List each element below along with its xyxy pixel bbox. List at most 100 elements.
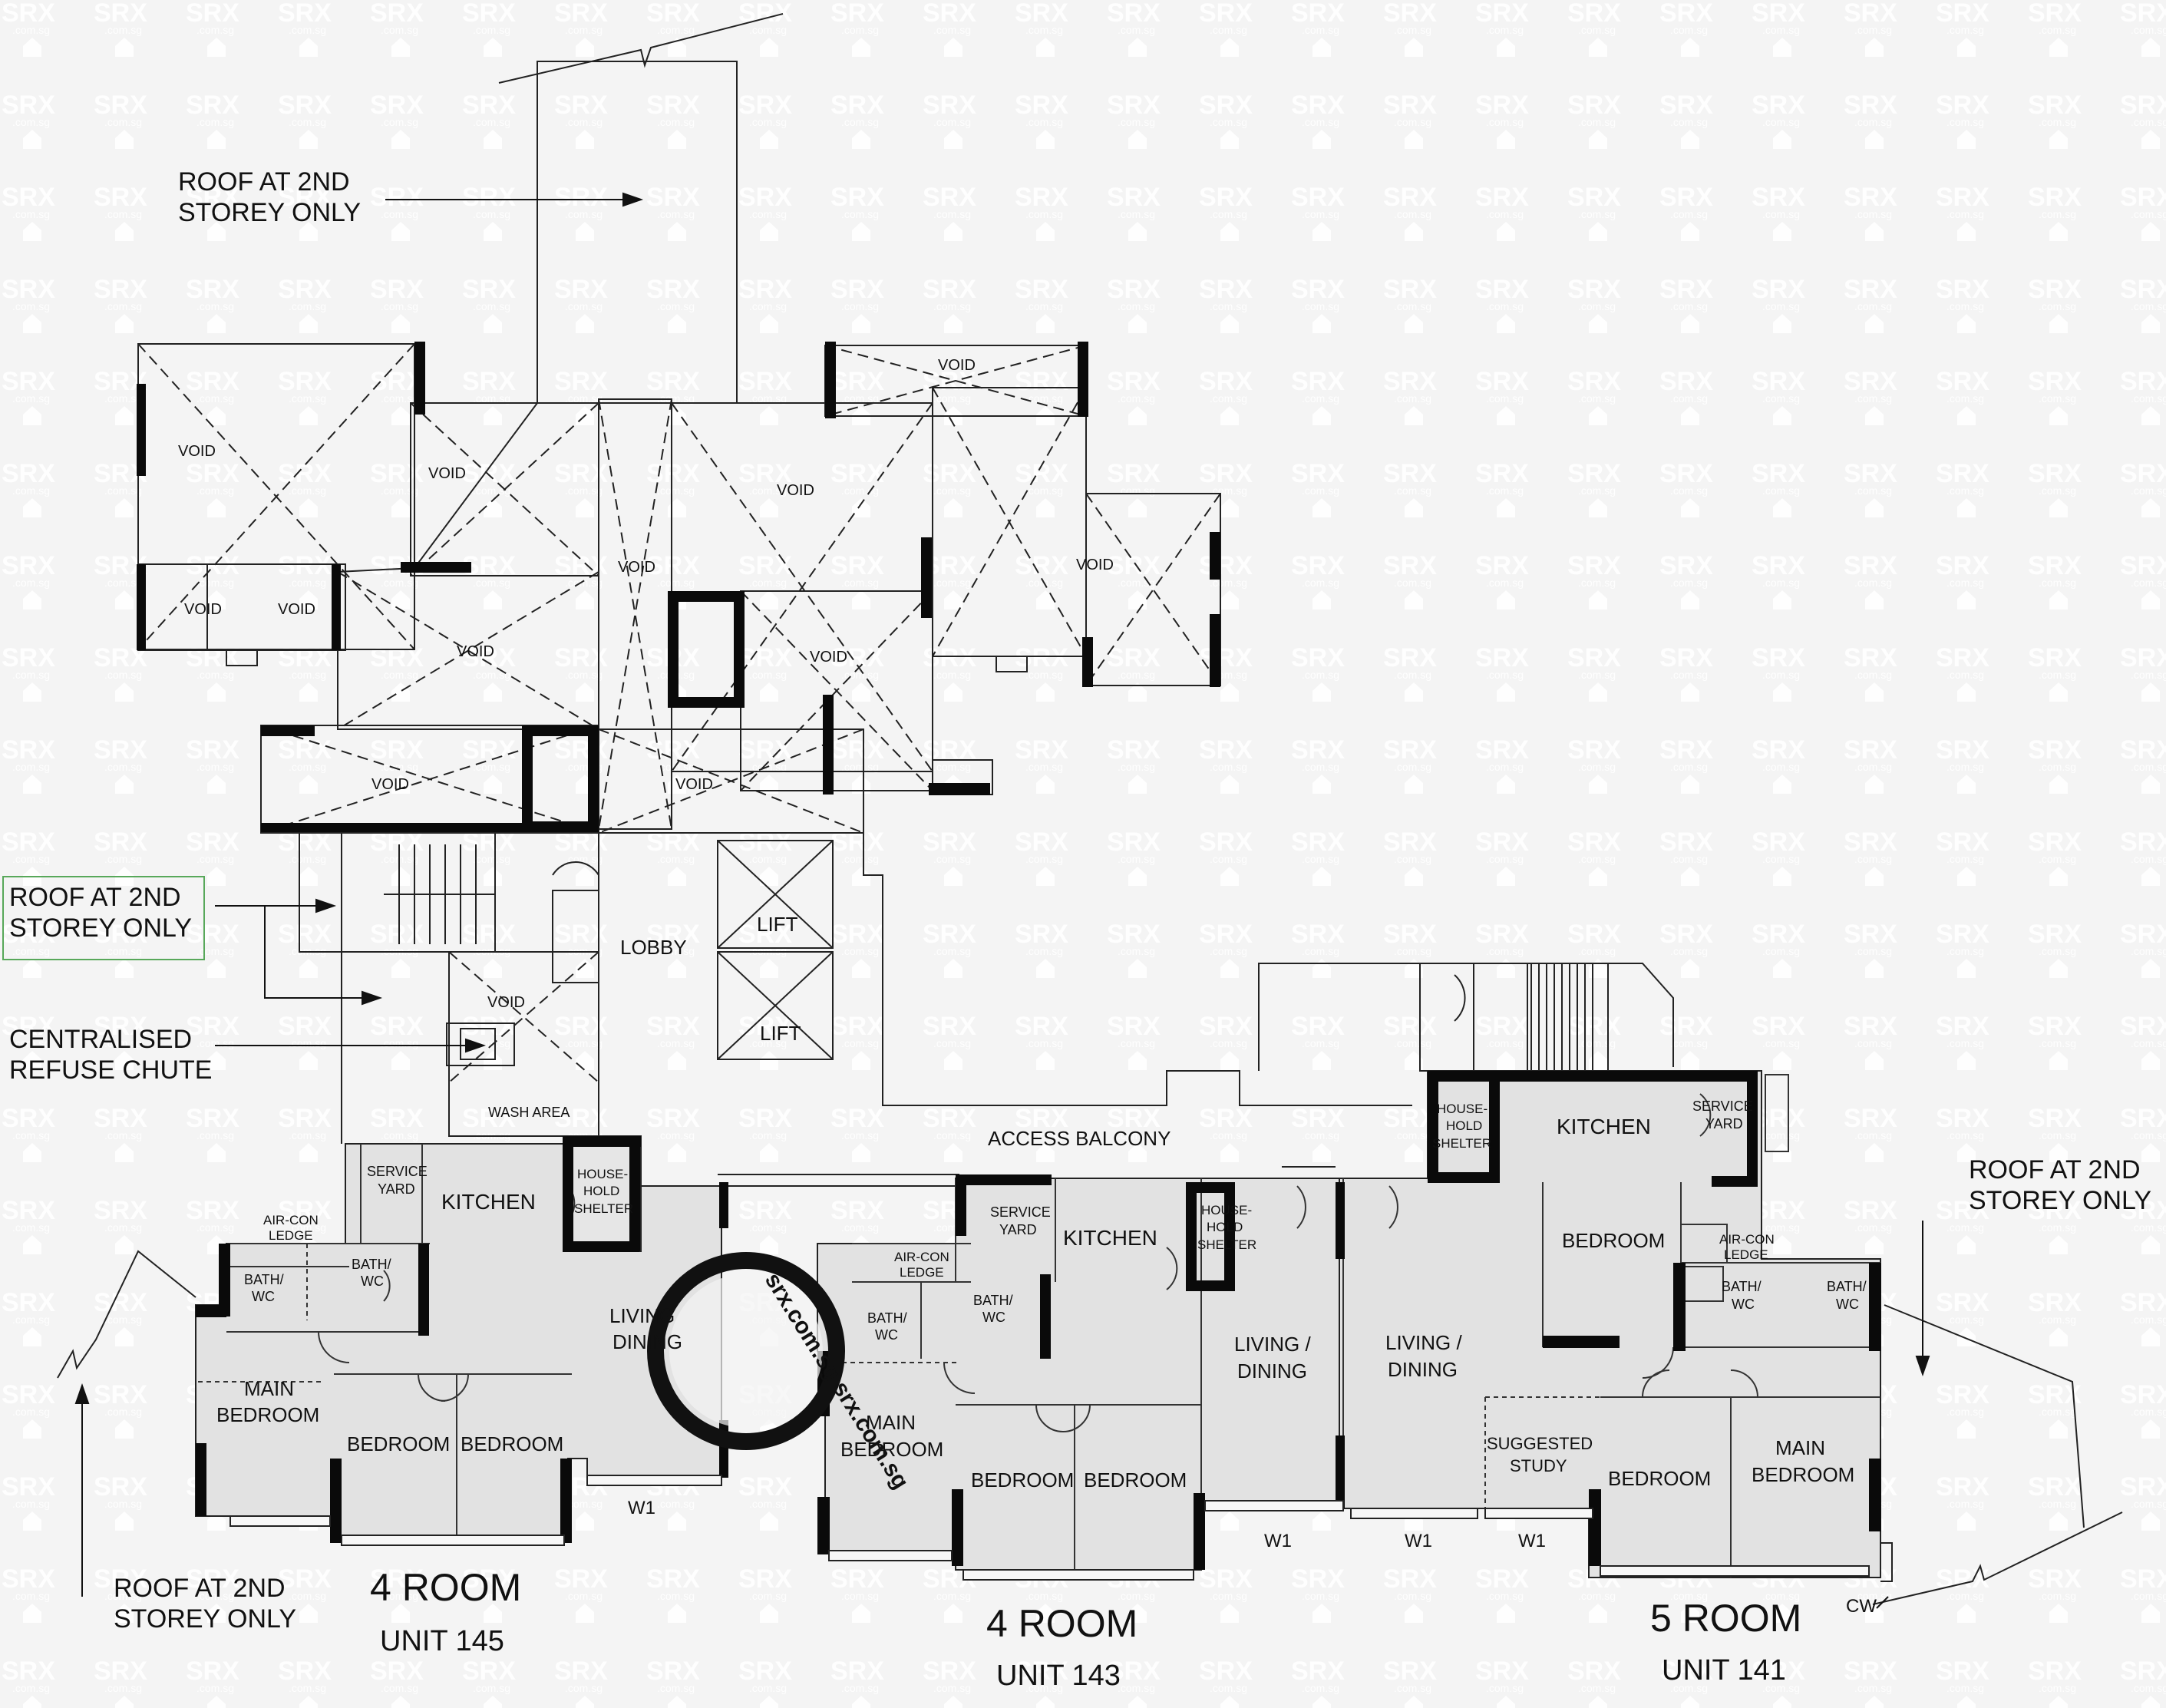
u143-unit-number: UNIT 143 <box>996 1660 1121 1692</box>
u145-aircon-l1: AIR-CON <box>263 1213 319 1227</box>
u141-shelter-l1: HOUSE- <box>1437 1102 1487 1116</box>
u145-kitchen: KITCHEN <box>441 1190 536 1214</box>
unit-interior-lines <box>198 1074 1880 1578</box>
u143-living-l2: DINING <box>1237 1359 1307 1383</box>
access-balcony-label: ACCESS BALCONY <box>988 1127 1170 1150</box>
u141-bath2-l1: BATH/ <box>1827 1279 1867 1294</box>
void-label-4: VOID <box>278 601 315 618</box>
u143-main-bedroom-l2: BEDROOM <box>840 1438 943 1461</box>
w1-label-2: W1 <box>1264 1531 1292 1551</box>
roof-top-note-l2: STOREY ONLY <box>178 198 361 227</box>
u143-type: 4 ROOM <box>986 1602 1137 1645</box>
w1-label-3: W1 <box>1405 1531 1432 1551</box>
unit-heavy-walls <box>196 1071 1881 1570</box>
u141-unit-number: UNIT 141 <box>1662 1654 1786 1687</box>
u141-aircon-l1: AIR-CON <box>1719 1232 1775 1247</box>
upper-structure <box>137 13 1221 834</box>
u143-main-bedroom-l1: MAIN <box>866 1411 916 1434</box>
u145-bath1-l2: WC <box>252 1289 275 1304</box>
u143-bath1-l1: BATH/ <box>867 1310 907 1326</box>
void-label-11: VOID <box>371 776 409 793</box>
void-label-7: VOID <box>777 482 814 499</box>
u145-shelter-l3: SHELTER <box>574 1201 633 1216</box>
u141-bath1-l2: WC <box>1732 1297 1755 1312</box>
void-label-12: VOID <box>675 776 713 793</box>
roof-bottom-left-note-l2: STOREY ONLY <box>114 1604 296 1634</box>
unit-141-labels: HOUSE- HOLD SHELTER KITCHEN SERVICE YARD… <box>1385 1098 1867 1687</box>
void-label-3: VOID <box>184 601 222 618</box>
u141-type: 5 ROOM <box>1650 1597 1801 1640</box>
lobby-label: LOBBY <box>620 936 687 959</box>
u145-service-yard-l2: YARD <box>378 1181 415 1197</box>
u145-shelter-l1: HOUSE- <box>577 1167 628 1181</box>
u141-kitchen: KITCHEN <box>1557 1115 1651 1138</box>
u143-service-yard-l2: YARD <box>999 1222 1037 1237</box>
w1-label-4: W1 <box>1518 1531 1546 1551</box>
u145-type: 4 ROOM <box>370 1566 521 1609</box>
u143-shelter-l2: HOLD <box>1207 1220 1243 1234</box>
lift-label-1: LIFT <box>757 913 798 936</box>
refuse-chute-note-l1: CENTRALISED <box>9 1025 192 1054</box>
void-label-6: VOID <box>618 559 655 576</box>
u141-bedroom-top: BEDROOM <box>1562 1229 1665 1252</box>
u141-study-l2: STUDY <box>1510 1456 1567 1475</box>
upper-heavy-walls <box>137 342 1220 832</box>
lift-1 <box>717 840 834 949</box>
u145-aircon-l2: LEDGE <box>269 1228 313 1243</box>
roof-right-note-l2: STOREY ONLY <box>1969 1186 2151 1215</box>
roof-bottom-left-note-l1: ROOF AT 2ND <box>114 1574 286 1603</box>
lift-label-2: LIFT <box>760 1022 801 1045</box>
u143-shelter-l1: HOUSE- <box>1201 1203 1252 1217</box>
u141-main-bedroom-l2: BEDROOM <box>1752 1463 1854 1486</box>
u145-bedroom-2: BEDROOM <box>461 1432 563 1455</box>
void-label-8: VOID <box>938 357 976 374</box>
u143-living-l1: LIVING / <box>1234 1333 1311 1356</box>
u143-service-yard-l1: SERVICE <box>990 1204 1051 1220</box>
void-label-13: VOID <box>487 994 525 1011</box>
u141-main-bedroom-l1: MAIN <box>1775 1436 1825 1459</box>
u141-shelter-l2: HOLD <box>1446 1118 1482 1133</box>
lift-2 <box>717 951 834 1060</box>
void-label-10: VOID <box>810 649 847 666</box>
u145-living-l2: DINING <box>612 1330 682 1353</box>
core-area <box>299 832 1674 1187</box>
w1-label-1: W1 <box>628 1498 655 1518</box>
u141-service-yard-l2: YARD <box>1705 1116 1743 1132</box>
roof-outlines <box>57 1250 2123 1605</box>
u141-bedroom-1: BEDROOM <box>1608 1467 1711 1490</box>
u141-service-yard-l1: SERVICE <box>1692 1098 1753 1114</box>
void-label-5: VOID <box>457 643 494 660</box>
u143-bedroom-1: BEDROOM <box>971 1468 1074 1492</box>
void-label-1: VOID <box>178 443 216 460</box>
u143-shelter-l3: SHELTER <box>1197 1237 1256 1252</box>
roof-left-note-l2: STOREY ONLY <box>9 913 192 943</box>
u145-bath2-l1: BATH/ <box>352 1257 391 1272</box>
u141-study-l1: SUGGESTED <box>1487 1434 1593 1453</box>
u145-unit-number: UNIT 145 <box>380 1625 504 1657</box>
u145-bath1-l1: BATH/ <box>244 1272 284 1287</box>
u145-living-l1: LIVING <box>609 1304 675 1327</box>
roof-left-highlight-box <box>2 876 205 960</box>
u143-bath2-l1: BATH/ <box>973 1293 1013 1308</box>
u143-bedroom-2: BEDROOM <box>1084 1468 1187 1492</box>
u145-shelter-l2: HOLD <box>583 1184 619 1198</box>
u141-shelter-l3: SHELTER <box>1432 1136 1491 1151</box>
u143-bath2-l2: WC <box>982 1310 1005 1325</box>
u141-aircon-l2: LEDGE <box>1724 1247 1768 1262</box>
u145-service-yard-l1: SERVICE <box>367 1164 428 1179</box>
u141-bath1-l1: BATH/ <box>1722 1279 1762 1294</box>
u141-living-l1: LIVING / <box>1385 1331 1462 1354</box>
void-label-9: VOID <box>1076 557 1114 573</box>
u141-bath2-l2: WC <box>1836 1297 1859 1312</box>
u143-kitchen: KITCHEN <box>1063 1226 1157 1250</box>
annotation-arrows <box>74 192 1930 1609</box>
void-label-2: VOID <box>428 465 466 482</box>
roof-left-note-l1: ROOF AT 2ND <box>9 883 181 912</box>
refuse-chute-note-l2: REFUSE CHUTE <box>9 1056 212 1085</box>
roof-top-note-l1: ROOF AT 2ND <box>178 167 350 197</box>
unit-143-labels: SERVICE YARD KITCHEN HOUSE- HOLD SHELTER… <box>840 1203 1311 1692</box>
roof-right-note-l1: ROOF AT 2ND <box>1969 1155 2141 1184</box>
u145-main-bedroom-l1: MAIN <box>244 1377 294 1400</box>
